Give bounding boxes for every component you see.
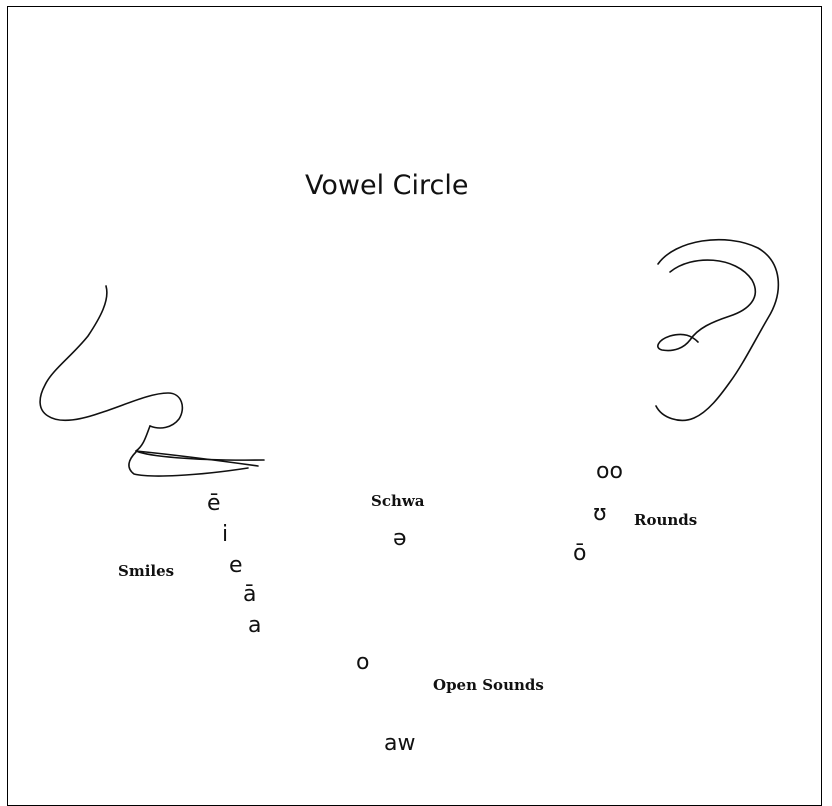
smiles-label: Smiles: [118, 564, 174, 579]
rounds-label: Rounds: [634, 513, 697, 528]
vowel-o-long: ō: [573, 543, 586, 565]
vowel-e: e: [229, 555, 243, 577]
vowel-a-long: ā: [243, 584, 256, 606]
vowel-i: i: [222, 524, 228, 546]
vowel-oo: oo: [596, 461, 623, 483]
vowel-upsilon: ʊ: [593, 503, 607, 525]
vowel-e-long: ē: [207, 493, 221, 515]
page-title: Vowel Circle: [305, 172, 469, 199]
schwa-label: Schwa: [371, 494, 425, 509]
vowel-a: a: [248, 615, 261, 637]
vowel-o: o: [356, 652, 369, 674]
vowel-schwa: ə: [393, 528, 407, 550]
open-sounds-label: Open Sounds: [433, 678, 544, 693]
vowel-aw: aw: [384, 733, 415, 755]
ear-icon: [656, 240, 778, 421]
